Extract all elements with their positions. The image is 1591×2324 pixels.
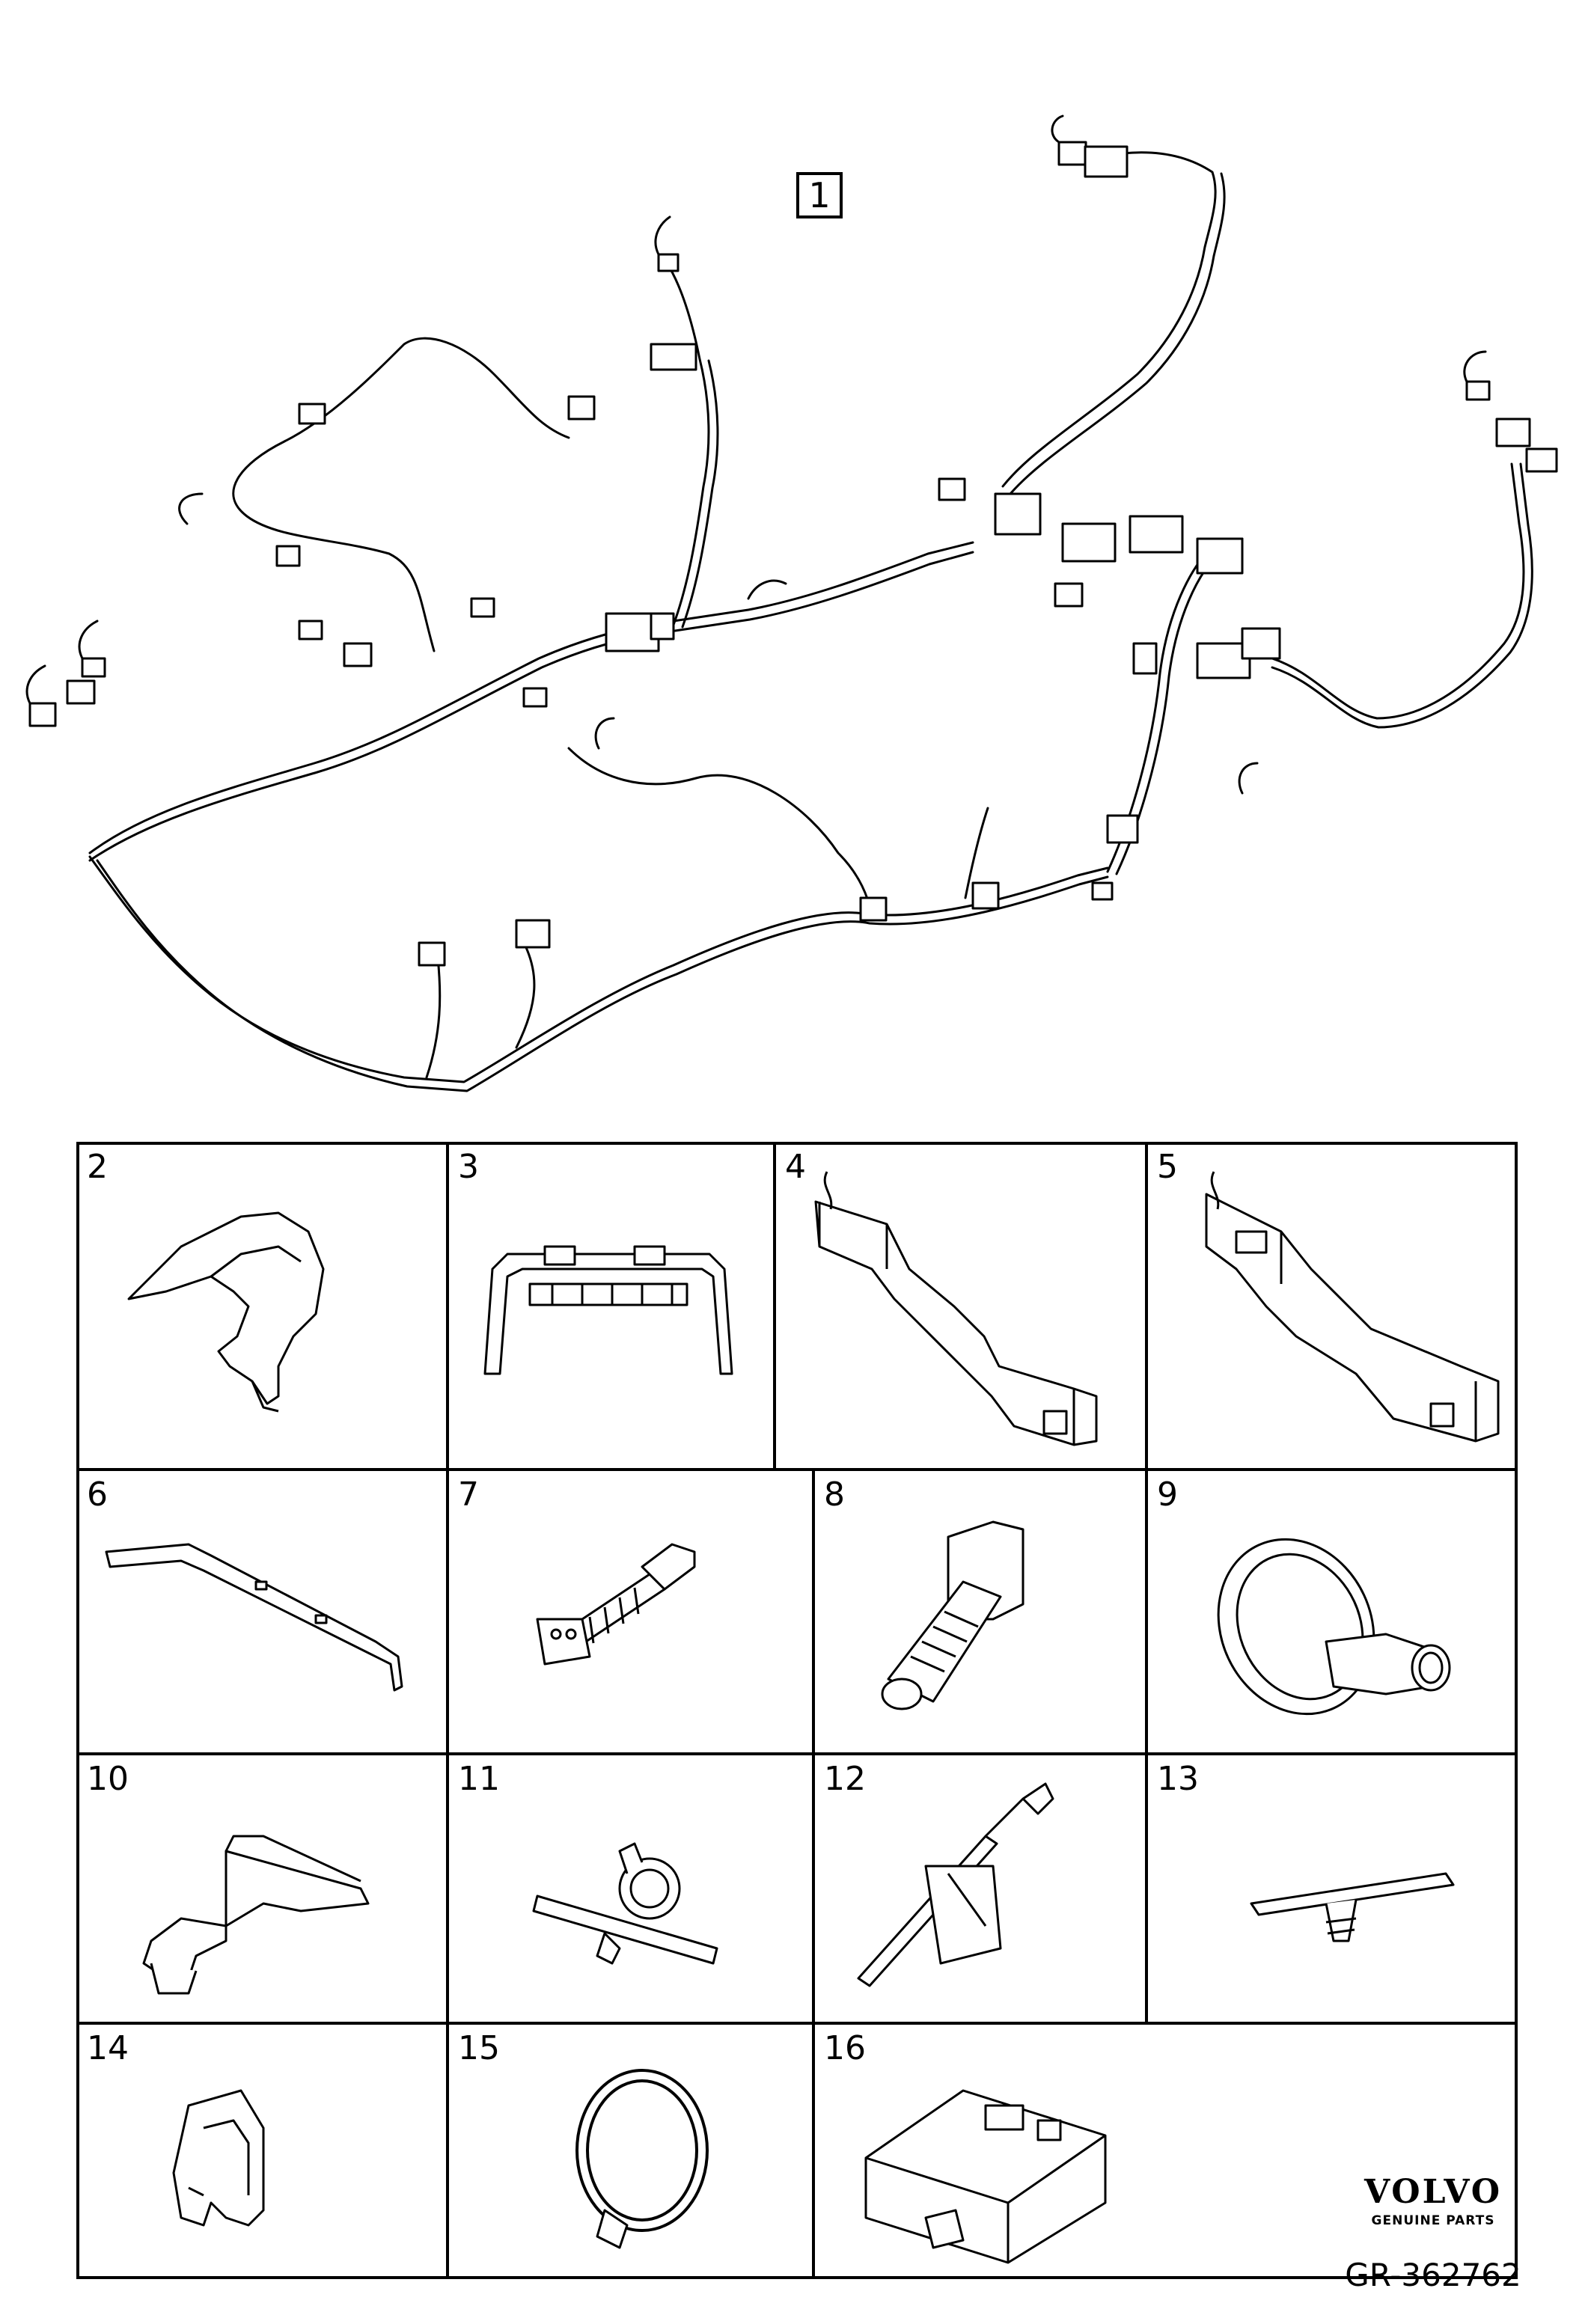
- volvo-logo: VOLVO GENUINE PARTS: [1340, 2173, 1527, 2229]
- part-number-15: 15: [458, 2029, 500, 2067]
- part-9-illustration: [1217, 1538, 1451, 1716]
- part-cell-9[interactable]: 9: [1146, 1470, 1518, 1754]
- part-cell-14[interactable]: 14: [76, 2023, 448, 2278]
- part-16-illustration: [864, 2089, 1107, 2264]
- part-10-illustration: [142, 1835, 370, 1995]
- part-number-5: 5: [1157, 1148, 1178, 1186]
- part-number-12: 12: [824, 1760, 866, 1798]
- part-12-illustration: [857, 1782, 1054, 1987]
- part-2-illustration: [127, 1211, 325, 1413]
- part-number-3: 3: [458, 1148, 479, 1186]
- harness-callout: 1: [796, 172, 843, 218]
- part-number-9: 9: [1157, 1476, 1178, 1514]
- part-number-8: 8: [824, 1476, 845, 1514]
- part-cell-16[interactable]: 16: [813, 2023, 1146, 2278]
- part-cell-7[interactable]: 7: [448, 1470, 813, 1754]
- part-11-illustration: [532, 1842, 718, 1965]
- part-cell-12[interactable]: 12: [813, 1754, 1146, 2023]
- part-number-4: 4: [785, 1148, 806, 1186]
- part-5-illustration: [1205, 1171, 1500, 1443]
- part-6-illustration: [105, 1543, 403, 1692]
- part-cell-2[interactable]: 2: [76, 1142, 448, 1470]
- grid-lines: [76, 1142, 1518, 2279]
- part-4-illustration: [814, 1171, 1098, 1446]
- part-cell-11[interactable]: 11: [448, 1754, 813, 2023]
- part-number-6: 6: [87, 1476, 108, 1514]
- part-cell-4[interactable]: 4: [775, 1142, 1146, 1470]
- wiring-harness-figure: 1: [0, 0, 1591, 1122]
- part-number-2: 2: [87, 1148, 108, 1186]
- part-number-10: 10: [87, 1760, 129, 1798]
- part-8-illustration: [881, 1520, 1024, 1710]
- part-number-16: 16: [824, 2029, 866, 2067]
- diagram-id: GR-362762: [1345, 2257, 1521, 2293]
- part-number-13: 13: [1157, 1760, 1199, 1798]
- part-cell-15[interactable]: 15: [448, 2023, 813, 2278]
- parts-grid: 2 3 4 5: [76, 1142, 1518, 2279]
- part-cell-6[interactable]: 6: [76, 1470, 448, 1754]
- harness-wire-stubs: [25, 114, 1487, 795]
- brand-subtitle: GENUINE PARTS: [1371, 2213, 1495, 2228]
- part-3-illustration: [483, 1245, 733, 1375]
- part-7-illustration: [536, 1543, 696, 1666]
- part-number-11: 11: [458, 1760, 500, 1798]
- brand-name: VOLVO: [1364, 2173, 1503, 2211]
- part-number-14: 14: [87, 2029, 129, 2067]
- part-cell-3[interactable]: 3: [448, 1142, 775, 1470]
- part-number-7: 7: [458, 1476, 479, 1514]
- part-15-illustration: [575, 2069, 709, 2249]
- part-cell-13[interactable]: 13: [1146, 1754, 1518, 2023]
- part-cell-5[interactable]: 5: [1146, 1142, 1518, 1470]
- part-cell-10[interactable]: 10: [76, 1754, 448, 2023]
- part-14-illustration: [172, 2089, 265, 2227]
- part-13-illustration: [1250, 1872, 1455, 1942]
- wiring-harness-drawing: [25, 114, 1558, 1092]
- part-cell-8[interactable]: 8: [813, 1470, 1146, 1754]
- harness-connectors: [28, 141, 1558, 967]
